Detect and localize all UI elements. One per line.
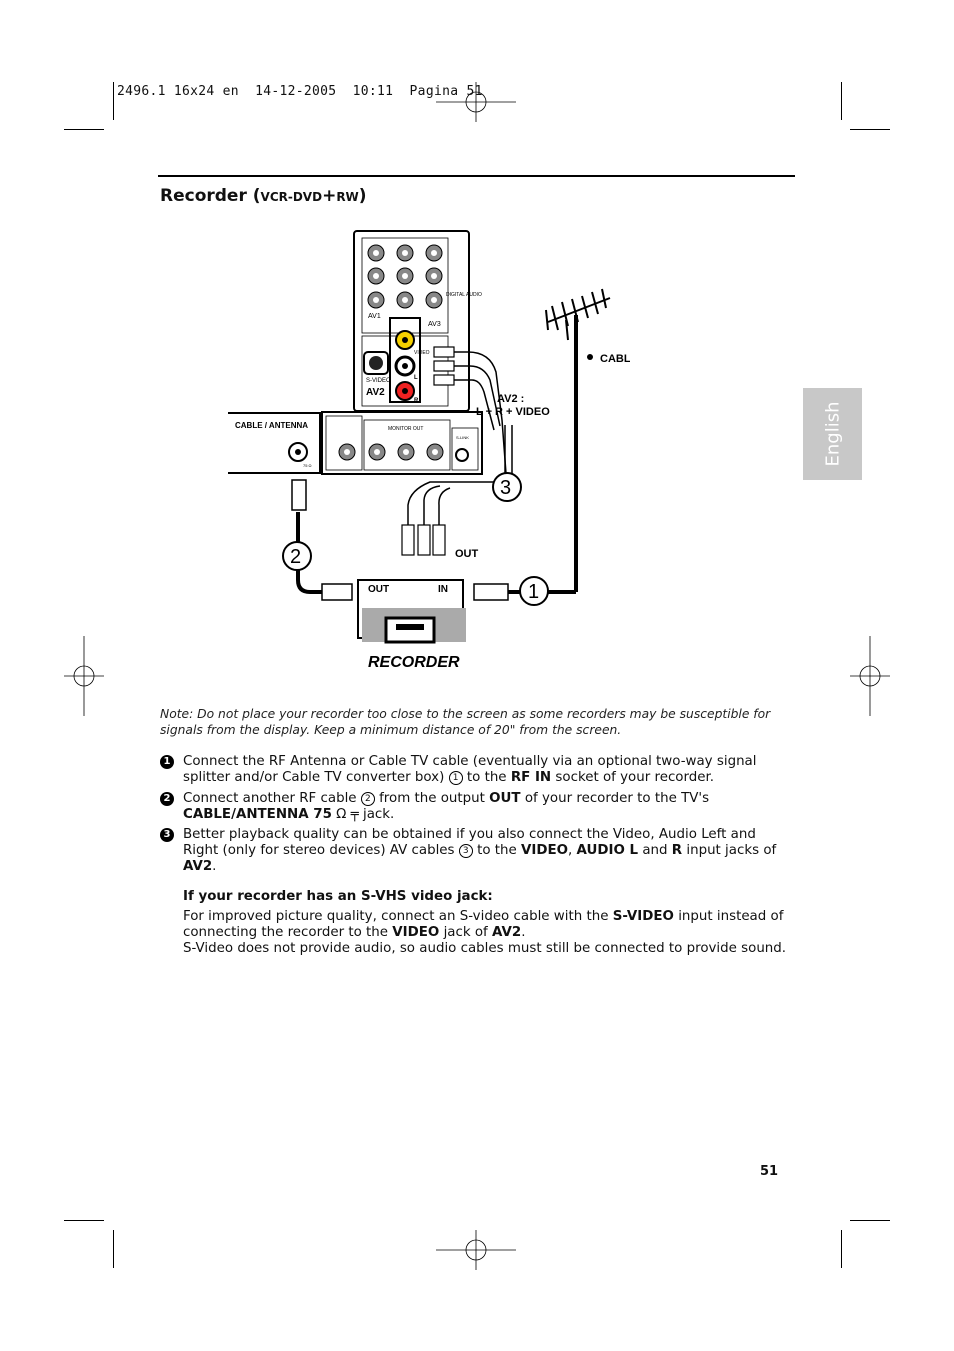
svg-text:1: 1 [528,581,539,603]
av2-panel-label: AV2 [366,387,385,398]
svg-text:OUT: OUT [368,584,389,595]
registration-mark-icon [64,636,104,716]
av2-spec-label-1: AV2 : [497,393,524,405]
crop-mark [841,1230,842,1268]
placement-note: Note: Do not place your recorder too clo… [160,707,771,737]
step-2: 2 Connect another RF cable 2 from the ou… [160,791,790,825]
out-label: OUT [455,548,479,560]
svg-text:S-LINK: S-LINK [456,435,469,440]
print-slug: 2496.1 16x24 en 14-12-2005 10:11 Pagina … [117,84,483,99]
svg-text:R: R [414,398,419,404]
step-1: 1 Connect the RF Antenna or Cable TV cab… [160,754,790,788]
language-tab-label: English [822,401,843,467]
rca-plugs [433,346,455,386]
registration-mark-icon [436,82,516,122]
crop-mark [64,1220,104,1221]
section-title: Recorder (VCR-DVD+RW) [160,186,367,206]
step-2-marker: 2 [282,541,312,571]
svg-text:IN: IN [438,584,448,595]
header-rule [158,175,795,177]
connection-diagram: AV1 DIGITAL AUDIO AV3 S-VIDEO VIDEO L R … [228,230,630,671]
svhs-paragraph: For improved picture quality, connect an… [183,909,787,956]
svg-text:L: L [414,375,418,381]
av1-label: AV1 [368,313,381,320]
cable-label: CABLE [600,353,630,365]
crop-mark [113,1230,114,1268]
svhs-heading: If your recorder has an S-VHS video jack… [183,889,493,904]
cable-antenna-label: CABLE / ANTENNA [235,421,308,430]
svg-text:VIDEO: VIDEO [414,350,430,356]
recorder-label: RECORDER [368,654,460,671]
svg-text:75 Ω: 75 Ω [303,463,312,468]
svg-text:3: 3 [500,477,511,499]
language-tab: English [803,388,862,480]
crop-mark [850,129,890,130]
crop-mark [850,1220,890,1221]
svg-text:2: 2 [290,546,301,568]
step-3-marker: 3 [492,472,522,502]
digital-audio-small-label: DIGITAL AUDIO [446,292,482,298]
av3-label: AV3 [428,321,441,328]
step-number: 2 [160,792,174,806]
step-number: 3 [160,828,174,842]
crop-mark [64,129,104,130]
crop-mark [841,82,842,120]
antenna-symbol-icon: ╤ [350,807,359,822]
step-1-marker: 1 [519,576,549,606]
step-3: 3 Better playback quality can be obtaine… [160,827,790,874]
registration-mark-icon [850,636,890,716]
svg-text:S-VIDEO: S-VIDEO [366,378,391,384]
svg-text:MONITOR OUT: MONITOR OUT [388,426,423,432]
page-number: 51 [760,1164,779,1179]
registration-mark-icon [436,1230,516,1270]
crop-mark [113,82,114,120]
step-number: 1 [160,755,174,769]
av2-spec-label-2: L + R + VIDEO [476,406,550,418]
antenna-icon [545,288,611,592]
